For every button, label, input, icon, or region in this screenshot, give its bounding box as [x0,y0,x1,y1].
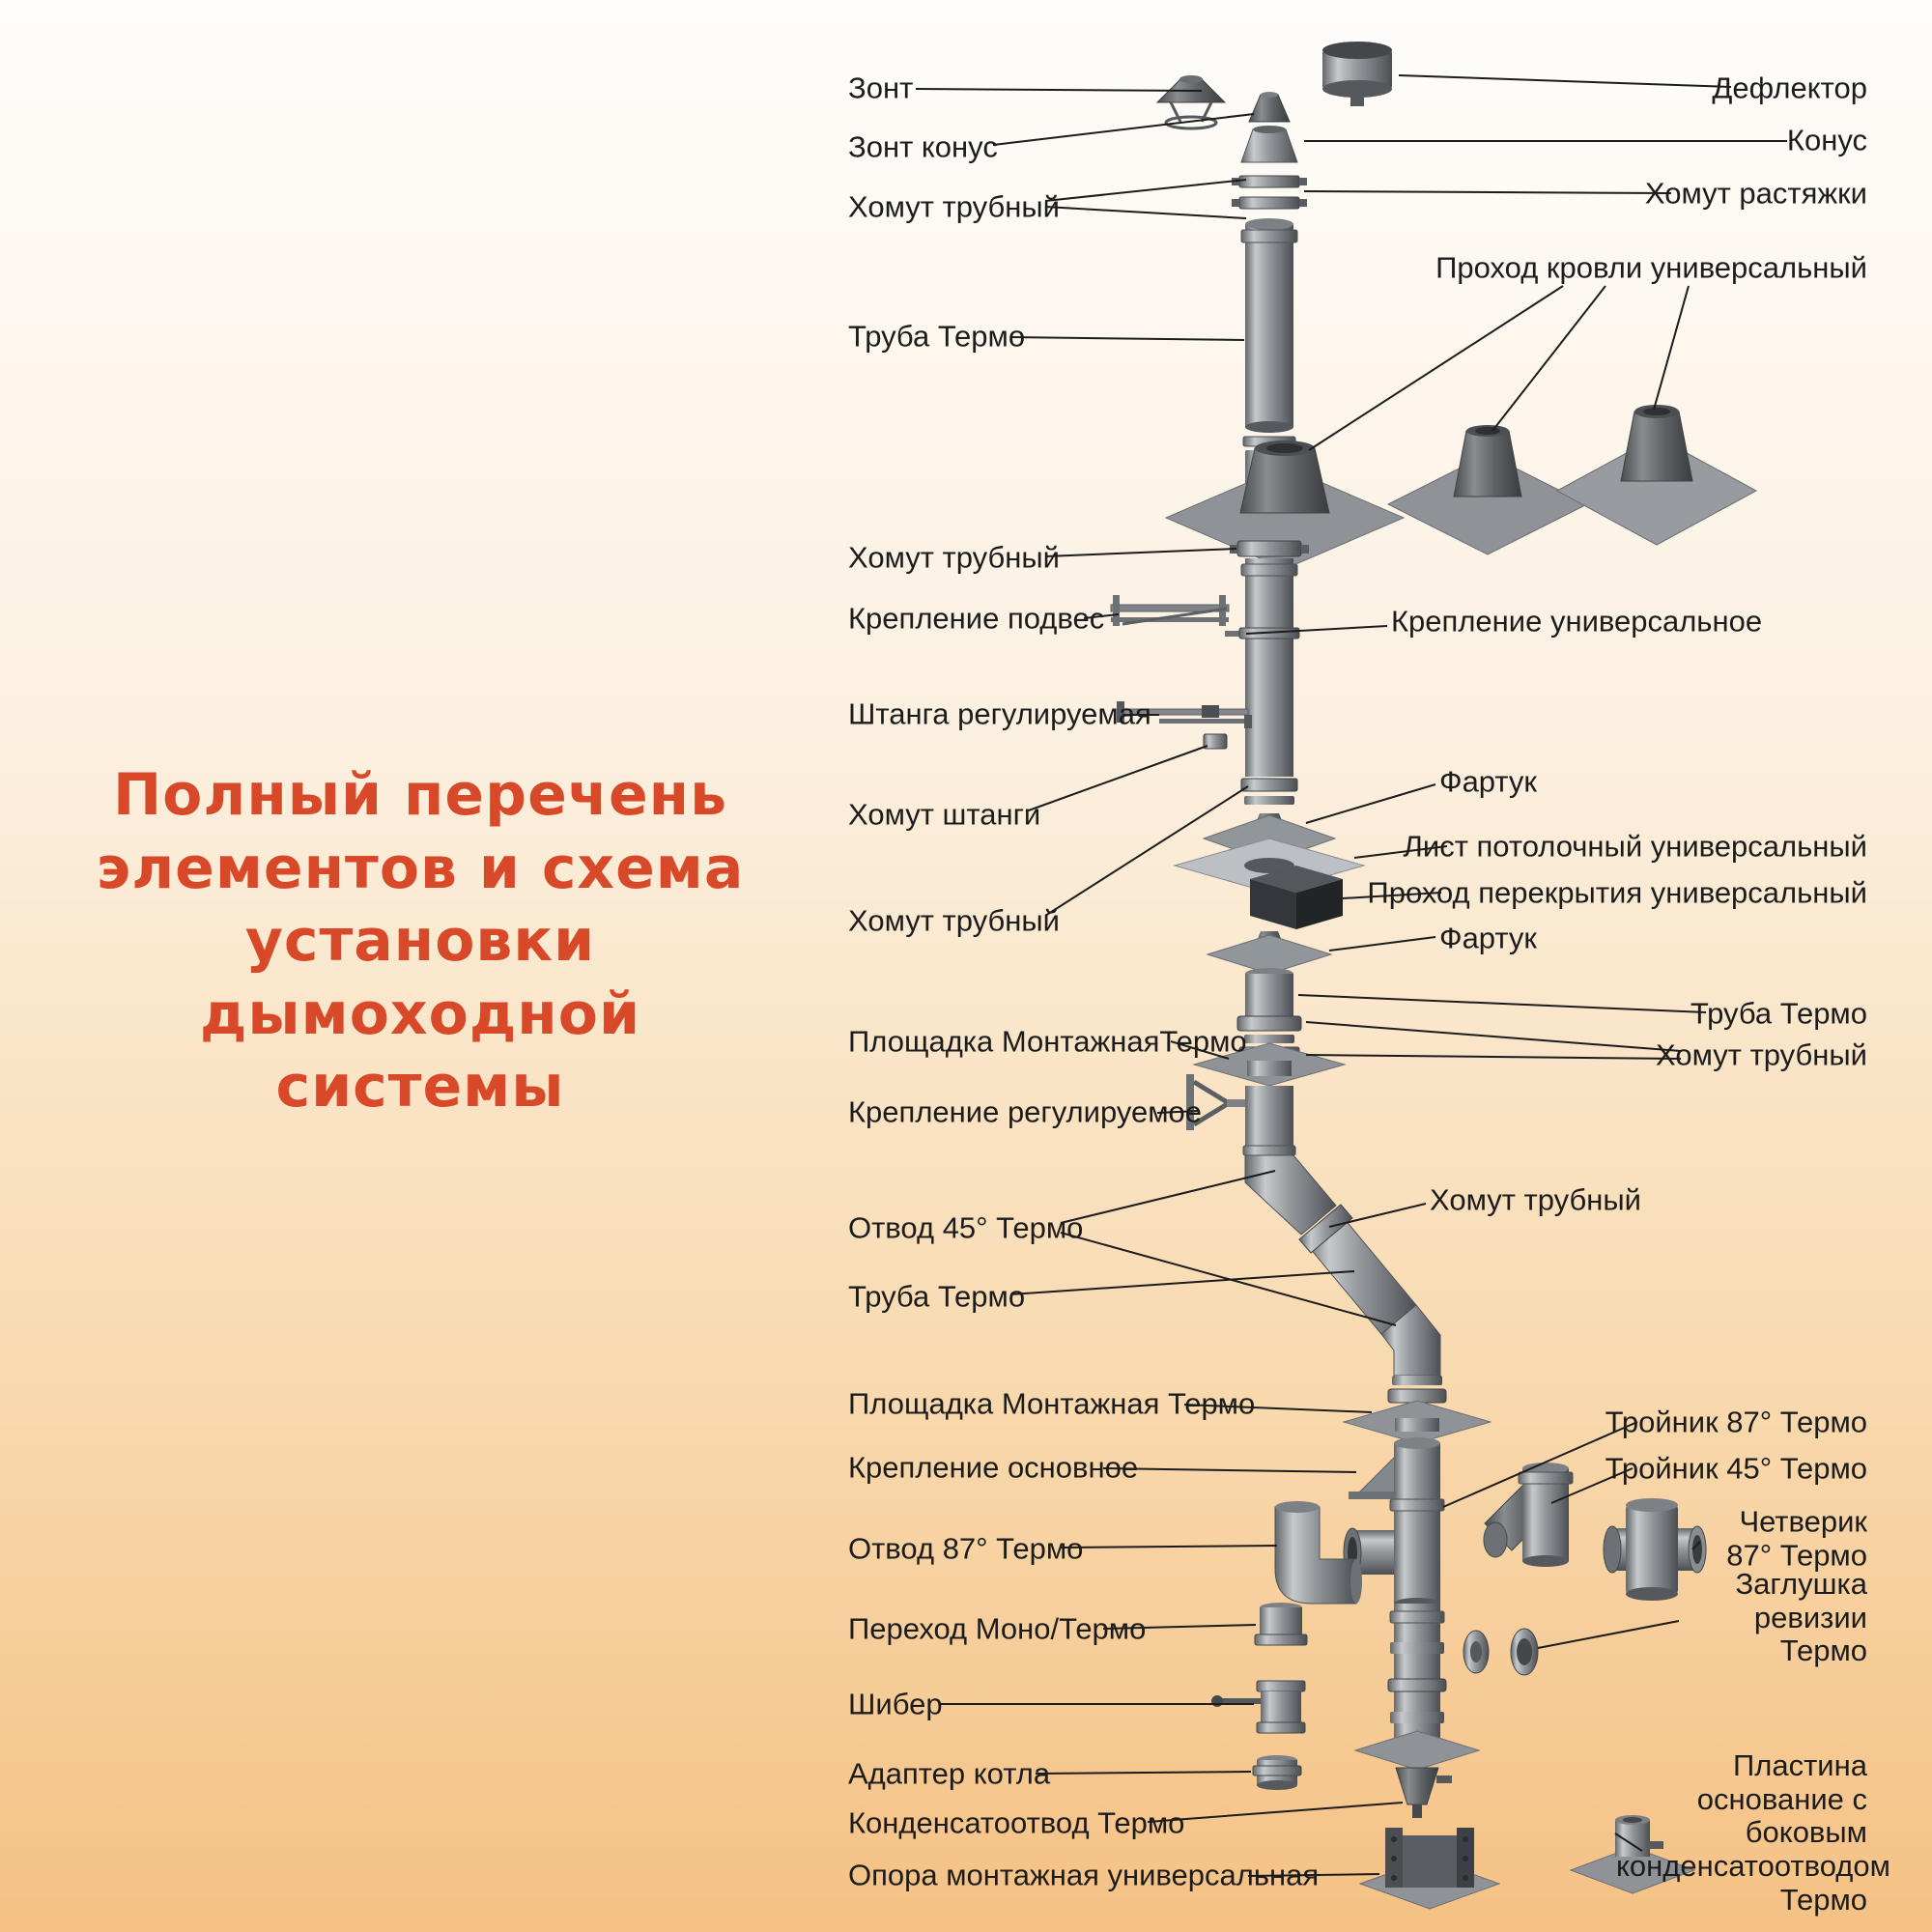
title-line-5: системы [275,1053,565,1122]
tee-87-part [1343,1437,1445,1609]
guy-wire-clamp-part [1232,175,1307,210]
label-list-potolochny: Лист потолочный универсальный [1403,829,1867,864]
label-homut-rastyazhki: Хомут растяжки [1644,176,1867,211]
cone-part [1240,126,1298,163]
label-homut-trubny-3: Хомут трубный [848,903,1060,938]
umbrella-cone-part [1248,92,1291,123]
label-troinik-45-termo: Тройник 45° Термо [1605,1451,1867,1486]
roof-pass-universal-1 [1164,440,1406,570]
label-homut-shtangi: Хомут штанги [848,797,1041,832]
label-perehod-mono-termo: Переход Моно/Термо [848,1611,1147,1646]
label-shtanga-reguliruemaya: Штанга регулируемая [848,696,1151,731]
revision-plug-part [1463,1628,1539,1676]
roof-pass-universal-3 [1555,405,1758,546]
condensate-drain-part [1395,1767,1452,1818]
mounting-support-part [1358,1828,1501,1910]
label-zont-konus: Зонт конус [848,129,998,164]
title-line-1: Полный перечень [112,761,728,829]
label-fartuk-1: Фартук [1439,764,1537,799]
label-fartuk-2: Фартук [1439,921,1537,955]
elbow-45-assembly-part [1242,1086,1441,1377]
label-konus: Конус [1786,123,1867,157]
label-kreplenie-osnovnoe: Крепление основное [848,1450,1139,1485]
title-line-2: элементов и схема [96,834,745,902]
apron-2-part [1206,931,1333,975]
label-kondensatootvod-termo: Конденсатоотвод Термо [848,1805,1185,1840]
leader-lines [915,74,1787,1877]
deflector-part [1322,42,1392,106]
damper-part [1211,1680,1306,1734]
tee-45-part [1483,1463,1574,1567]
label-homut-trubny-2: Хомут трубный [848,540,1060,575]
trunk-lower-part [1353,1604,1481,1771]
thermo-pipe-1-part [1240,218,1298,459]
boiler-adapter-part [1252,1755,1302,1790]
floor-pass-part [1250,866,1343,929]
label-deflektor: Дефлектор [1712,71,1867,105]
label-shiber: Шибер [848,1687,943,1721]
rod-clamp-part [1203,733,1228,750]
thermo-pipe-2-part [1240,558,1298,777]
label-prohod-krovli: Проход кровли универсальный [1435,250,1867,285]
roof-pass-universal-2 [1386,425,1589,555]
label-homut-trubny-1: Хомут трубный [848,189,1060,224]
thermo-pipe-3-part [1236,968,1302,1061]
label-homut-trubny-4: Хомут трубный [1656,1037,1867,1072]
pipe-clamp-1-part [1230,540,1309,557]
label-chetverik-87-termo: Четверик 87° Термо [1726,1504,1867,1572]
label-ploshchadka-montazhnaya-2: Площадка Монтажная Термо [848,1386,1256,1421]
page-title: Полный перечень элементов и схема устано… [58,759,782,1124]
trunk-upper-rings-part [1387,1376,1447,1404]
label-otvod-45-termo: Отвод 45° Термо [848,1210,1084,1245]
label-zaglushka-revizii: Заглушка ревизии Термо [1735,1566,1867,1668]
label-troinik-87-termo: Тройник 87° Термо [1605,1405,1867,1439]
label-kreplenie-universalnoe: Крепление универсальное [1391,604,1763,639]
title-line-3: установки [244,907,596,976]
mono-thermo-adapter-part [1254,1603,1308,1646]
label-zont: Зонт [848,71,914,105]
title-line-4: дымоходной [199,980,641,1048]
label-kreplenie-podves: Крепление подвес [848,601,1105,636]
label-ploshchadka-montazhnaya-1: Площадка МонтажнаяТермо [848,1024,1247,1059]
label-kreplenie-reguliruemoe: Крепление регулируемое [848,1094,1203,1129]
adjustable-rod-part [1117,701,1252,728]
label-truba-termo-2: Труба Термо [848,1279,1026,1314]
hanging-bracket-part [1110,595,1230,626]
pipe-clamp-2-part [1240,778,1298,805]
elbow-87-part [1274,1501,1362,1605]
label-adapter-kotla: Адаптер котла [848,1756,1051,1791]
label-opora-montazhnaya: Опора монтажная универсальная [848,1858,1320,1892]
label-homut-trubny-5: Хомут трубный [1430,1182,1641,1217]
cross-87-part [1603,1498,1707,1601]
label-prohod-perekrytiya: Проход перекрытия универсальный [1367,875,1867,910]
label-otvod-87-termo: Отвод 87° Термо [848,1531,1084,1566]
label-plastina-osnovanie: Пластина основание с боковым конденсатоо… [1616,1748,1890,1918]
mounting-platform-2-part [1342,1400,1492,1444]
label-truba-termo-1: Труба Термо [848,319,1026,354]
mounting-platform-1-part [1192,1042,1347,1087]
label-truba-termo-3: Труба Термо [1690,996,1867,1031]
